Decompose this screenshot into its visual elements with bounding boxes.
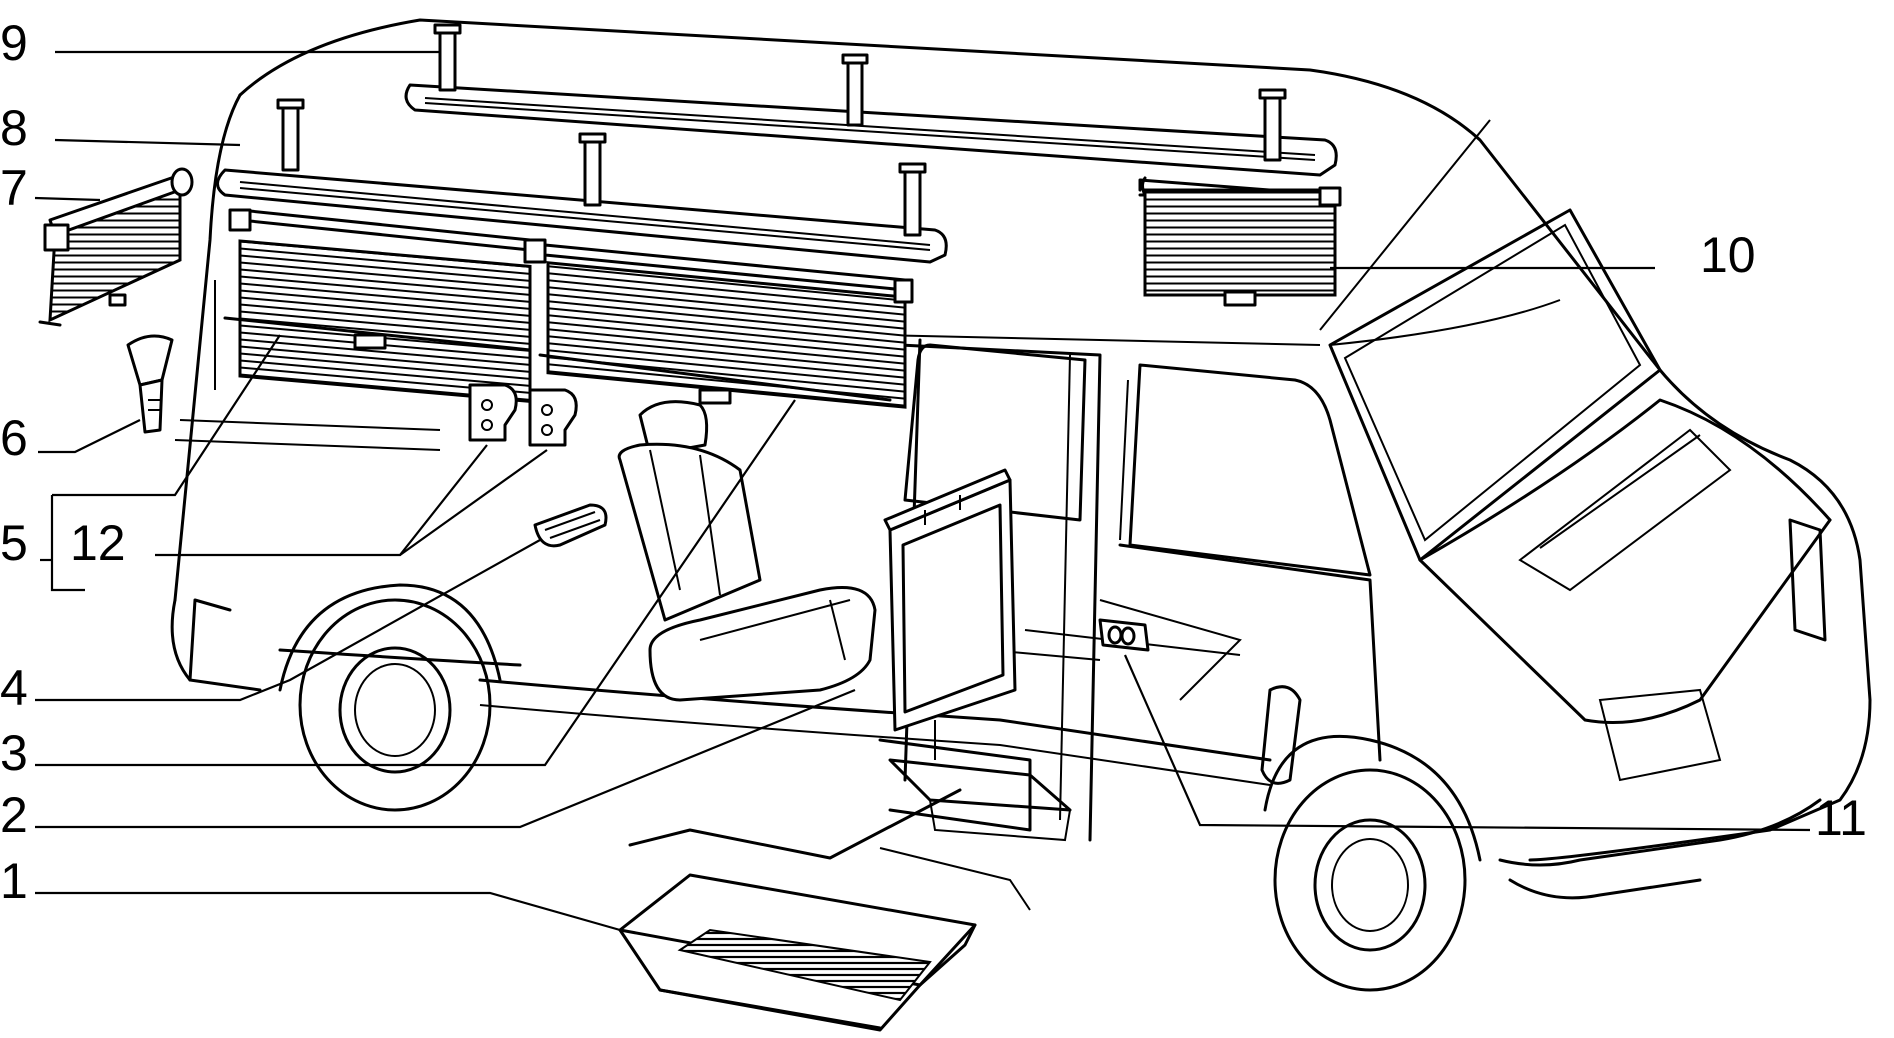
window-blind-right (1138, 176, 1342, 307)
seat (617, 400, 877, 702)
hooks (468, 383, 578, 447)
step-guide (879, 847, 1031, 911)
interior-lamp (533, 503, 608, 548)
window-blind-small (38, 167, 194, 327)
leader-lines (34, 50, 1811, 932)
floor-tray (618, 873, 977, 1032)
callout-7: 7 (0, 160, 28, 216)
callout-6: 6 (0, 410, 28, 466)
step-leader-lines (628, 788, 962, 860)
door-panel (883, 468, 1017, 732)
window-blinds-side (223, 208, 914, 409)
callout-12: 12 (70, 515, 126, 571)
callout-10: 10 (1700, 227, 1756, 283)
callout-2: 2 (0, 787, 28, 843)
callout-4: 4 (0, 660, 28, 716)
callout-1: 1 (0, 853, 28, 909)
van-body (170, 18, 1872, 992)
roof-rail-front (216, 98, 948, 264)
callout-8: 8 (0, 100, 28, 156)
callout-11: 11 (1815, 790, 1867, 846)
callout-3: 3 (0, 725, 28, 781)
callout-9: 9 (0, 15, 28, 71)
roof-rail-rear (404, 23, 1338, 177)
switch (1098, 618, 1150, 652)
crank-handle (126, 334, 174, 434)
callout-5: 5 (0, 515, 28, 571)
